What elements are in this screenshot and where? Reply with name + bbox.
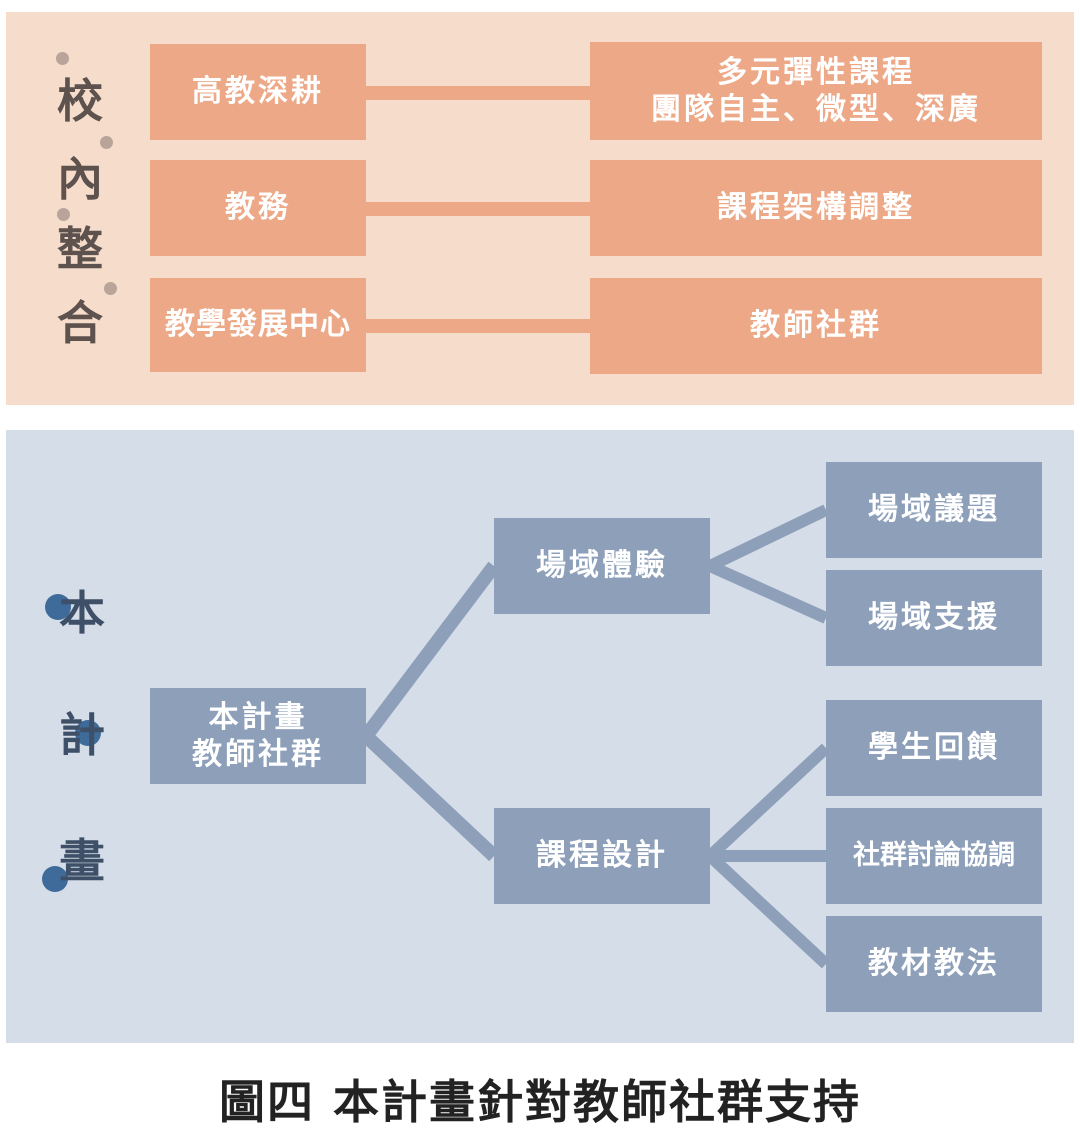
unit-box-right: 課程架構調整 bbox=[590, 160, 1042, 256]
unit-box-left: 教務 bbox=[150, 160, 366, 256]
section-label-char: 校 bbox=[57, 74, 103, 128]
leaf-node-label: 場域支援 bbox=[868, 600, 1000, 636]
unit-box-label: 教學發展中心 bbox=[165, 307, 351, 343]
section-label-char: 計 bbox=[59, 708, 105, 762]
tree-branch-line bbox=[705, 851, 831, 969]
leaf-node-label: 社群討論協調 bbox=[853, 840, 1015, 872]
decorative-dot bbox=[104, 282, 117, 295]
decorative-dot bbox=[100, 136, 113, 149]
unit-box-label: 教務 bbox=[225, 190, 291, 226]
decorative-dot bbox=[57, 208, 70, 221]
row-connector bbox=[366, 86, 590, 100]
branch-node-label: 場域體驗 bbox=[536, 548, 668, 584]
branch-node-label: 課程設計 bbox=[536, 838, 668, 874]
root-node: 本計畫 教師社群 bbox=[150, 688, 366, 784]
tree-branch-line bbox=[707, 504, 829, 572]
root-node-line: 本計畫 bbox=[208, 699, 308, 735]
leaf-node-label: 場域議題 bbox=[868, 492, 1000, 528]
row-connector bbox=[366, 319, 590, 333]
unit-box-right: 教師社群 bbox=[590, 278, 1042, 374]
section-label-char: 本 bbox=[59, 586, 105, 640]
unit-box-label: 高教深耕 bbox=[192, 74, 324, 110]
leaf-node: 教材教法 bbox=[826, 916, 1042, 1012]
tree-branch-line bbox=[360, 561, 500, 741]
section-label-char: 整 bbox=[57, 222, 103, 276]
leaf-node: 社群討論協調 bbox=[826, 808, 1042, 904]
decorative-dot bbox=[45, 594, 71, 620]
unit-box-right: 多元彈性課程 團隊自主、微型、深廣 bbox=[590, 42, 1042, 140]
tree-branch-line bbox=[707, 560, 829, 624]
section-label-char: 畫 bbox=[59, 834, 105, 888]
section-label-char: 合 bbox=[57, 296, 103, 350]
row-connector bbox=[366, 202, 590, 216]
figure-caption: 圖四 本計畫針對教師社群支持 bbox=[218, 1075, 861, 1129]
unit-box-line: 多元彈性課程 bbox=[717, 54, 915, 90]
unit-box-line: 團隊自主、微型、深廣 bbox=[651, 92, 981, 127]
tree-branch-line bbox=[361, 730, 499, 862]
root-node-line: 教師社群 bbox=[192, 737, 324, 772]
unit-box-line: 課程架構調整 bbox=[717, 190, 915, 226]
leaf-node-label: 學生回饋 bbox=[868, 730, 1000, 766]
branch-node: 場域體驗 bbox=[494, 518, 710, 614]
unit-box-left: 教學發展中心 bbox=[150, 278, 366, 372]
tree-branch-line bbox=[705, 743, 831, 861]
decorative-dot bbox=[75, 720, 101, 746]
leaf-node: 場域議題 bbox=[826, 462, 1042, 558]
decorative-dot bbox=[42, 866, 68, 892]
branch-node: 課程設計 bbox=[494, 808, 710, 904]
decorative-dot bbox=[56, 52, 69, 65]
leaf-node: 學生回饋 bbox=[826, 700, 1042, 796]
unit-box-left: 高教深耕 bbox=[150, 44, 366, 140]
leaf-node: 場域支援 bbox=[826, 570, 1042, 666]
unit-box-line: 教師社群 bbox=[750, 308, 882, 344]
leaf-node-label: 教材教法 bbox=[868, 946, 1000, 982]
section-label-char: 內 bbox=[57, 152, 103, 206]
